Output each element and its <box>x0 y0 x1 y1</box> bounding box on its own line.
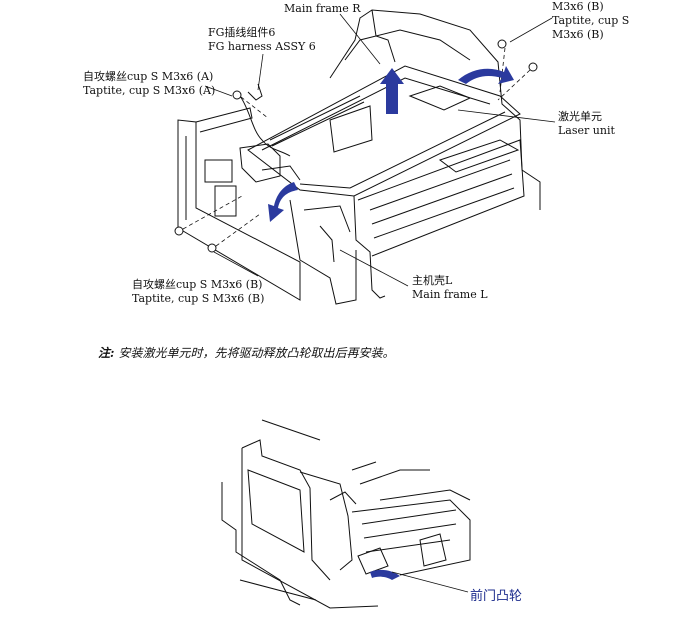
label-fg-harness-cn: FG插线组件6 <box>208 26 276 39</box>
arrow-down-icon <box>268 182 298 222</box>
arrow-up-icon <box>380 68 404 114</box>
screw-icons-upper <box>174 39 538 253</box>
cam-indicator-icon <box>370 569 400 580</box>
installation-note: 注:安装激光单元时，先将驱动释放凸轮取出后再安装。 <box>98 344 394 361</box>
leader-line-cam <box>391 571 469 593</box>
label-screw-a-cn: 自攻螺丝cup S M3x6 (A) <box>83 70 214 83</box>
label-screw-a-en: Taptite, cup S M3x6 (A) <box>83 84 216 97</box>
note-text: 安装激光单元时，先将驱动释放凸轮取出后再安装。 <box>118 346 395 360</box>
label-screw-b-bottom-cn: 自攻螺丝cup S M3x6 (B) <box>132 278 263 291</box>
motion-arrows <box>268 66 514 222</box>
note-prefix: 注: <box>98 346 115 360</box>
printer-frame-lower <box>221 419 471 609</box>
label-screw-b-top-2: Taptite, cup S <box>552 14 630 27</box>
printer-frame-upper <box>177 9 541 305</box>
label-screw-b-top-3: M3x6 (B) <box>552 28 604 41</box>
label-main-frame-r: Main frame R <box>284 2 361 15</box>
label-front-door-cam: 前门凸轮 <box>470 589 523 604</box>
label-laser-unit-en: Laser unit <box>558 124 615 137</box>
leader-lines-upper <box>204 13 556 287</box>
label-main-frame-l-en: Main frame L <box>412 288 488 301</box>
label-fg-harness-en: FG harness ASSY 6 <box>208 40 316 53</box>
label-main-frame-l-cn: 主机壳L <box>412 274 453 287</box>
screw-paths <box>182 47 531 247</box>
label-laser-unit-cn: 激光单元 <box>558 110 602 123</box>
label-screw-b-bottom-en: Taptite, cup S M3x6 (B) <box>132 292 265 305</box>
label-screw-b-top-1: M3x6 (B) <box>552 0 604 13</box>
arrow-curve-icon <box>458 66 514 84</box>
